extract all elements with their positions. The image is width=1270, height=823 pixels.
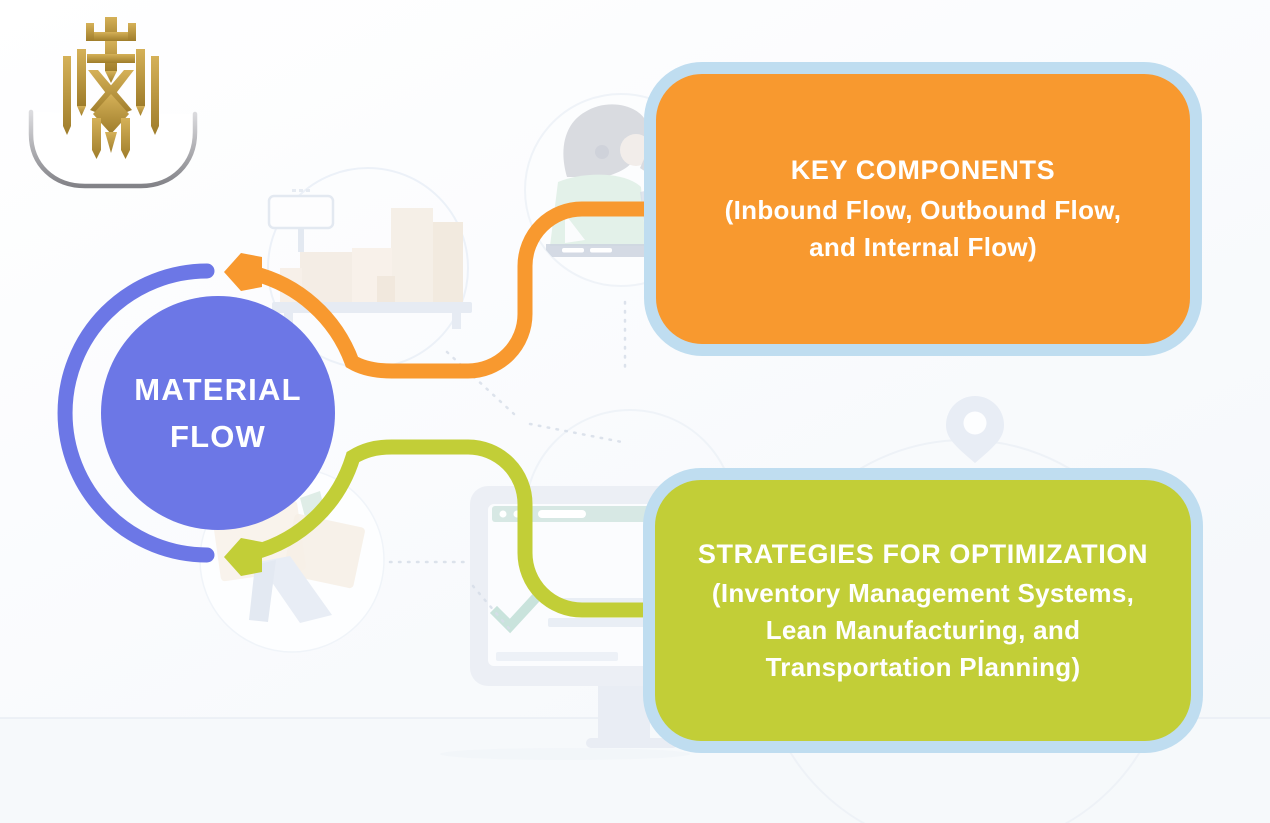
dashed-guide-lines <box>388 300 629 634</box>
green-arrowhead-icon <box>224 538 262 576</box>
branch-title: KEY COMPONENTS <box>790 155 1056 186</box>
branch-box-key-components: KEY COMPONENTS (Inbound Flow, Outbound F… <box>644 62 1202 356</box>
purple-ring-arc <box>57 263 215 563</box>
central-node-label: MATERIAL FLOW <box>134 371 302 454</box>
orange-arrowhead-icon <box>224 253 262 291</box>
branch-box-strategies-for-optimization: STRATEGIES FOR OPTIMIZATION (Inventory M… <box>643 468 1203 753</box>
gold-crown-crest-logo-icon <box>63 17 159 159</box>
central-node-material-flow: MATERIAL FLOW <box>101 296 335 530</box>
brand-logo <box>28 17 198 189</box>
green-connector-line <box>250 439 650 618</box>
orange-connector-line <box>250 201 650 379</box>
branch-subtitle: (Inbound Flow, Outbound Flow, and Intern… <box>724 194 1122 262</box>
signboard-illustration <box>267 194 335 230</box>
branch-title: STRATEGIES FOR OPTIMIZATION <box>697 538 1149 569</box>
branch-subtitle: (Inventory Management Systems, Lean Manu… <box>711 577 1135 682</box>
